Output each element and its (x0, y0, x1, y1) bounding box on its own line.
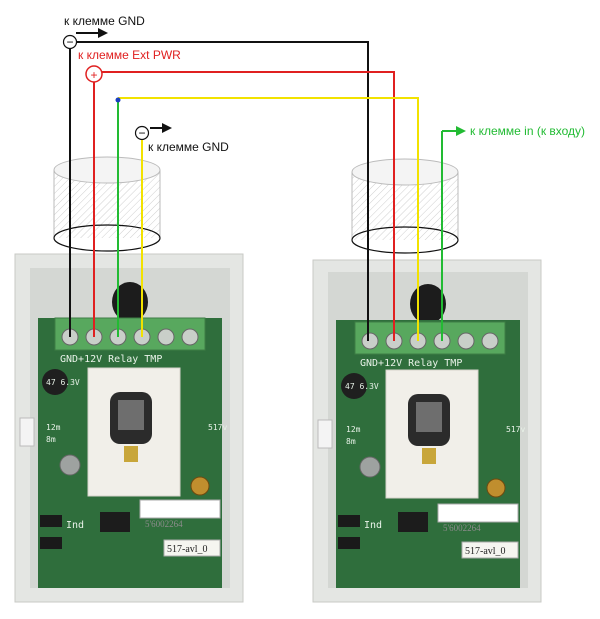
left-terminal-block (54, 317, 206, 351)
left-gland-bottom (53, 224, 161, 252)
minus-circle-top (62, 34, 78, 50)
right-jumper-1 (338, 515, 360, 527)
right-mark-12m: 12m (346, 425, 361, 434)
right-barcode-label (437, 503, 519, 523)
right-mount-screw (359, 456, 381, 478)
wire-relay-loop-right (118, 97, 419, 341)
right-sensor: GND+12V Relay TMP 47 6.3V 12m 8m 517v In… (312, 259, 542, 603)
left-jumper-2 (40, 537, 62, 549)
wire-gnd-right (70, 41, 369, 341)
plus-sign: + (90, 68, 97, 82)
left-mount-screw (59, 454, 81, 476)
right-ic-chip (398, 512, 428, 532)
label-gnd-top: к клемме GND (64, 14, 145, 28)
wire-pwr-right (100, 71, 395, 341)
label-input: к клемме in (к входу) (470, 124, 585, 138)
wire-junction-dot (115, 97, 121, 103)
left-terminal-labels: GND+12V Relay TMP (60, 354, 162, 365)
pwr-terminal: + (85, 65, 103, 83)
left-model-sticker (163, 539, 221, 557)
right-model: 517-avl_0 (465, 546, 506, 557)
left-serial: 5'6002264 (145, 519, 183, 529)
gnd-mid-arrow-head (162, 123, 172, 133)
wires (69, 41, 458, 341)
right-trimmer (486, 478, 506, 498)
left-capacitor-text: 47 6.3V (46, 378, 80, 387)
left-screw-tmp1 (157, 328, 175, 346)
right-pir-pins (422, 448, 436, 464)
label-gnd-mid: к клемме GND (148, 140, 229, 154)
left-mark-ind: Ind (66, 520, 84, 531)
right-capacitor-text: 47 6.3V (345, 382, 379, 391)
left-capacitor (42, 369, 68, 395)
right-terminal-block (354, 321, 506, 355)
right-gland-bottom (351, 226, 459, 254)
right-mark-ind: Ind (364, 520, 382, 531)
gnd-mid-terminal: − (134, 123, 172, 164)
left-mark-side: 517v (208, 423, 227, 432)
left-lens-hole (112, 282, 148, 322)
gnd-top-terminal: − (62, 28, 108, 50)
left-jumper-1 (40, 515, 62, 527)
left-trimmer (190, 476, 210, 496)
left-mark-8m: 8m (46, 435, 56, 444)
minus-circle-mid (134, 125, 150, 141)
right-serial: 5'6002264 (443, 523, 481, 533)
right-side-tab (317, 419, 333, 449)
right-screw-gnd (361, 332, 379, 350)
left-gland-top (53, 156, 161, 184)
left-model: 517-avl_0 (167, 544, 208, 555)
left-sensor: GND+12V Relay TMP 47 6.3V 12m 8m 517v In… (14, 253, 244, 603)
right-cable-gland (351, 158, 459, 254)
right-screw-tmp2 (481, 332, 499, 350)
minus-sign-mid: − (138, 126, 145, 140)
right-terminal-labels: GND+12V Relay TMP (360, 358, 462, 369)
plus-circle (85, 65, 103, 83)
right-screw-tmp1 (457, 332, 475, 350)
gnd-top-arrow-head (98, 28, 108, 38)
left-side-tab (19, 417, 35, 447)
right-pir-window (416, 402, 442, 432)
input-arrow-head (456, 126, 466, 136)
left-pir-pins (124, 446, 138, 462)
label-ext-pwr: к клемме Ext PWR (78, 48, 181, 62)
left-barcode-label (139, 499, 221, 519)
minus-sign-top: − (66, 35, 73, 49)
right-mark-side: 517v (506, 425, 525, 434)
right-lens-hole (410, 284, 446, 324)
left-pir-window (118, 400, 144, 430)
right-mark-8m: 8m (346, 437, 356, 446)
left-mark-12m: 12m (46, 423, 61, 432)
right-model-sticker (461, 541, 519, 559)
left-screw-tmp2 (181, 328, 199, 346)
right-gland-top (351, 158, 459, 186)
right-capacitor (341, 373, 367, 399)
right-jumper-2 (338, 537, 360, 549)
left-ic-chip (100, 512, 130, 532)
